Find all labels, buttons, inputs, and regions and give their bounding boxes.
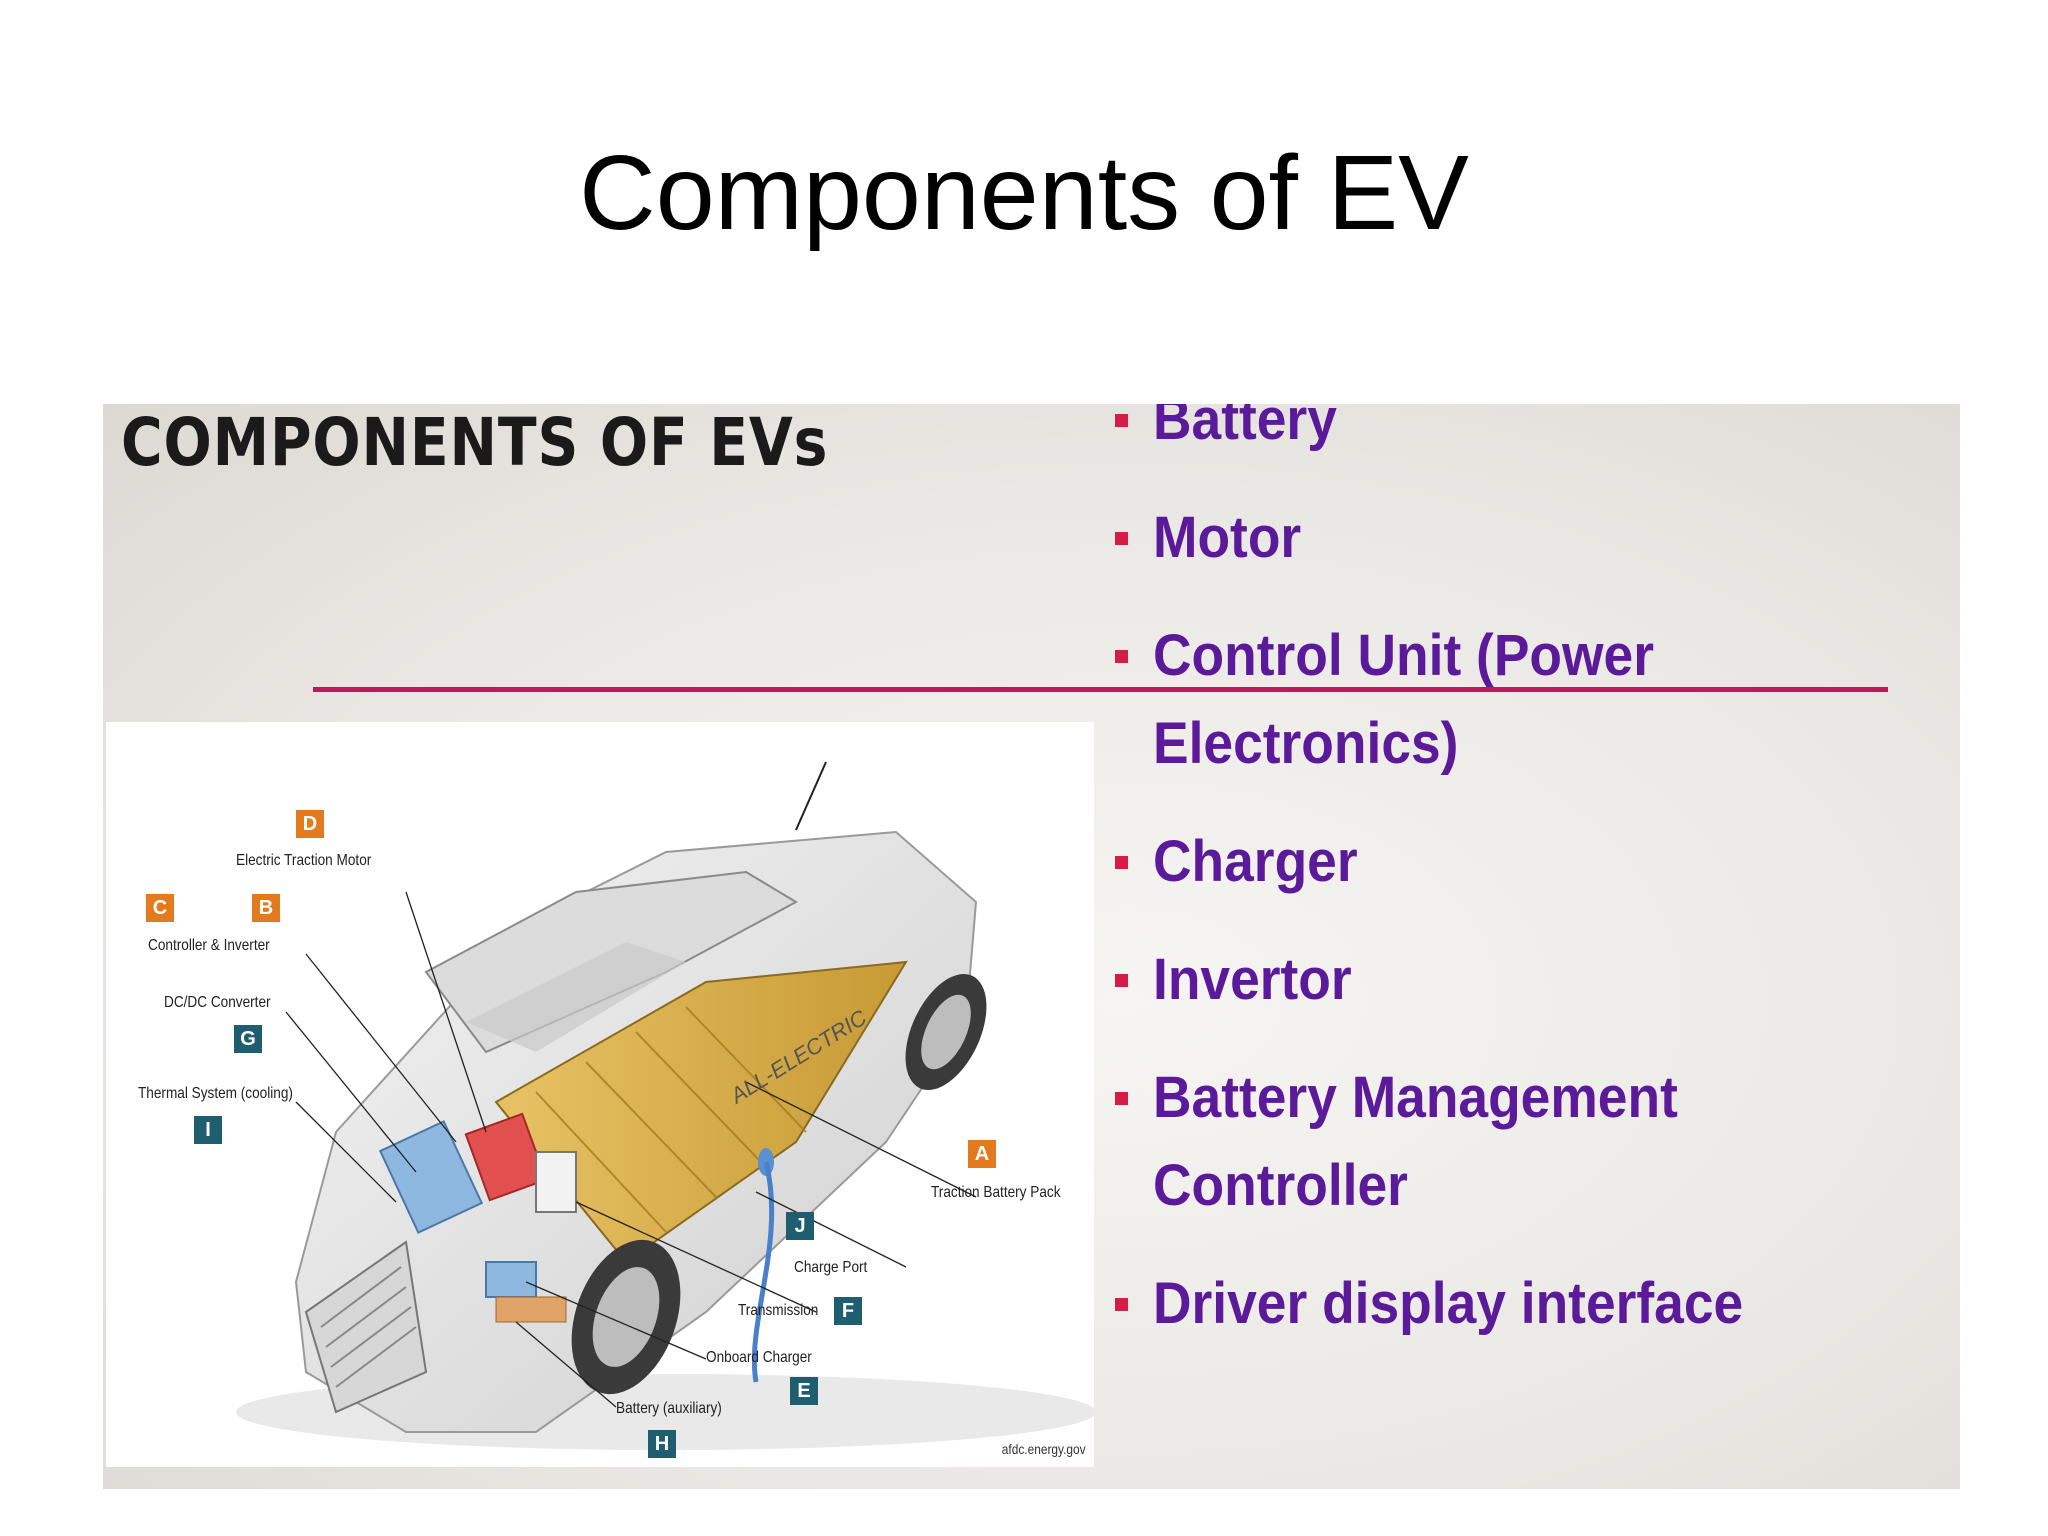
list-item-battery: Battery <box>1115 404 1935 464</box>
label-electric-traction-motor: Electric Traction Motor <box>236 852 372 869</box>
tag-i: I <box>194 1116 222 1144</box>
list-item-control-unit: Control Unit (Power Electronics) <box>1115 612 1935 788</box>
bullet-marker <box>1115 856 1128 869</box>
tag-e: E <box>790 1377 818 1405</box>
bullet-marker <box>1115 974 1128 987</box>
label-onboard-charger: Onboard Charger <box>706 1349 812 1366</box>
source-credit: afdc.energy.gov <box>1002 1441 1086 1457</box>
embedded-heading: COMPONENTS OF EVs <box>121 404 829 481</box>
list-item-invertor: Invertor <box>1115 936 1935 1024</box>
tag-g: G <box>234 1025 262 1053</box>
label-traction-battery-pack: Traction Battery Pack <box>931 1184 1061 1201</box>
heading-rule <box>313 687 1888 692</box>
slide-title: Components of EV <box>579 134 1469 252</box>
bullet-marker <box>1115 1092 1128 1105</box>
label-battery-auxiliary: Battery (auxiliary) <box>616 1400 722 1417</box>
bullet-marker <box>1115 532 1128 545</box>
tag-b: B <box>252 894 280 922</box>
tag-h: H <box>648 1430 676 1458</box>
embedded-slide-image: COMPONENTS OF EVs Battery Motor Control … <box>103 404 1960 1489</box>
label-dcdc-converter: DC/DC Converter <box>164 994 271 1011</box>
label-transmission: Transmission <box>738 1302 819 1319</box>
label-thermal-system: Thermal System (cooling) <box>138 1085 293 1102</box>
list-item-motor: Motor <box>1115 494 1935 582</box>
tag-f: F <box>834 1297 862 1325</box>
tag-c: C <box>146 894 174 922</box>
list-item-driver-display: Driver display interface <box>1115 1260 1935 1348</box>
component-list: Battery Motor Control Unit (Power Electr… <box>1115 404 1935 1348</box>
tag-j: J <box>786 1212 814 1240</box>
bullet-marker <box>1115 650 1128 663</box>
label-controller-inverter: Controller & Inverter <box>148 937 270 954</box>
ev-cutaway-diagram: D Electric Traction Motor C B Controller… <box>106 722 1094 1467</box>
tag-d: D <box>296 810 324 838</box>
list-item-bms: Battery Management Controller <box>1115 1054 1935 1230</box>
tag-a: A <box>968 1140 996 1168</box>
car-illustration <box>236 761 1094 1450</box>
bullet-marker <box>1115 414 1128 427</box>
bullet-marker <box>1115 1298 1128 1311</box>
label-charge-port: Charge Port <box>794 1259 868 1276</box>
list-item-charger: Charger <box>1115 818 1935 906</box>
